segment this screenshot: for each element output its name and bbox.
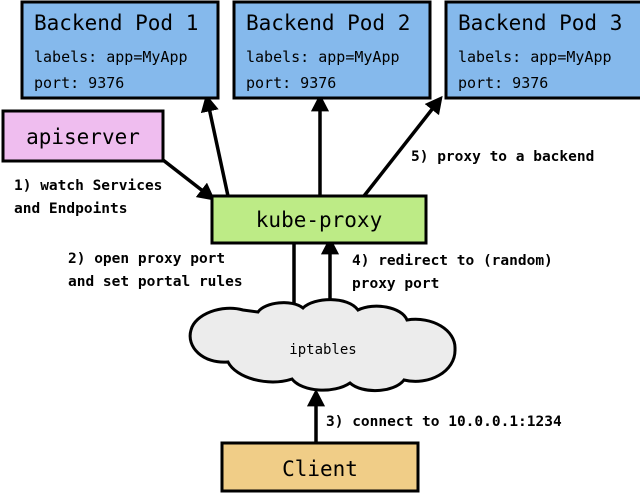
- edge-label-step1-line1: 1) watch Services: [14, 178, 162, 194]
- kubeproxy-node: kube-proxy: [210, 194, 428, 245]
- edge-label-step3: 3) connect to 10.0.0.1:1234: [326, 414, 562, 430]
- pod2-port: port: 9376: [246, 74, 336, 92]
- edge-apiserver-to-kubeproxy: [161, 158, 216, 201]
- edge-label-step2-line2: and set portal rules: [68, 274, 243, 290]
- cloud-shape: [188, 298, 457, 393]
- pod2-title: Backend Pod 2: [246, 11, 410, 35]
- iptables-label: iptables: [289, 342, 356, 358]
- backend-pod-3: Backend Pod 3 labels: app=MyApp port: 93…: [444, 0, 640, 100]
- pod1-labels: labels: app=MyApp: [34, 48, 188, 66]
- edge-label-step2-line1: 2) open proxy port: [68, 251, 225, 267]
- pod3-title: Backend Pod 3: [458, 11, 622, 35]
- edge-label-step4-line1: 4) redirect to (random): [352, 253, 553, 269]
- pod2-labels: labels: app=MyApp: [246, 48, 400, 66]
- client-box: [220, 441, 420, 493]
- apiserver-box: [1, 109, 165, 163]
- client-label: Client: [282, 457, 358, 481]
- pod3-labels: labels: app=MyApp: [458, 48, 612, 66]
- edge-label-step4-line2: proxy port: [352, 276, 439, 292]
- edge-label-step1-line2: and Endpoints: [14, 201, 128, 217]
- pod1-port: port: 9376: [34, 74, 124, 92]
- pod3-box: [444, 0, 640, 100]
- backend-pod-1: Backend Pod 1 labels: app=MyApp port: 93…: [20, 0, 220, 100]
- client-node: Client: [220, 441, 420, 493]
- backend-pod-2: Backend Pod 2 labels: app=MyApp port: 93…: [232, 0, 432, 100]
- edge-label-step5: 5) proxy to a backend: [411, 149, 594, 165]
- edge-kubeproxy-to-pod3: [362, 95, 443, 198]
- pod2-box: [232, 0, 432, 100]
- pod1-title: Backend Pod 1: [34, 11, 198, 35]
- edge-kubeproxy-to-pod1: [200, 94, 230, 197]
- pod1-box: [20, 0, 220, 100]
- kubeproxy-box: [210, 194, 428, 245]
- apiserver-label: apiserver: [26, 125, 140, 149]
- apiserver-node: apiserver: [1, 109, 165, 163]
- kubeproxy-label: kube-proxy: [256, 208, 382, 232]
- iptables-cloud: iptables: [188, 298, 457, 393]
- pod3-port: port: 9376: [458, 74, 548, 92]
